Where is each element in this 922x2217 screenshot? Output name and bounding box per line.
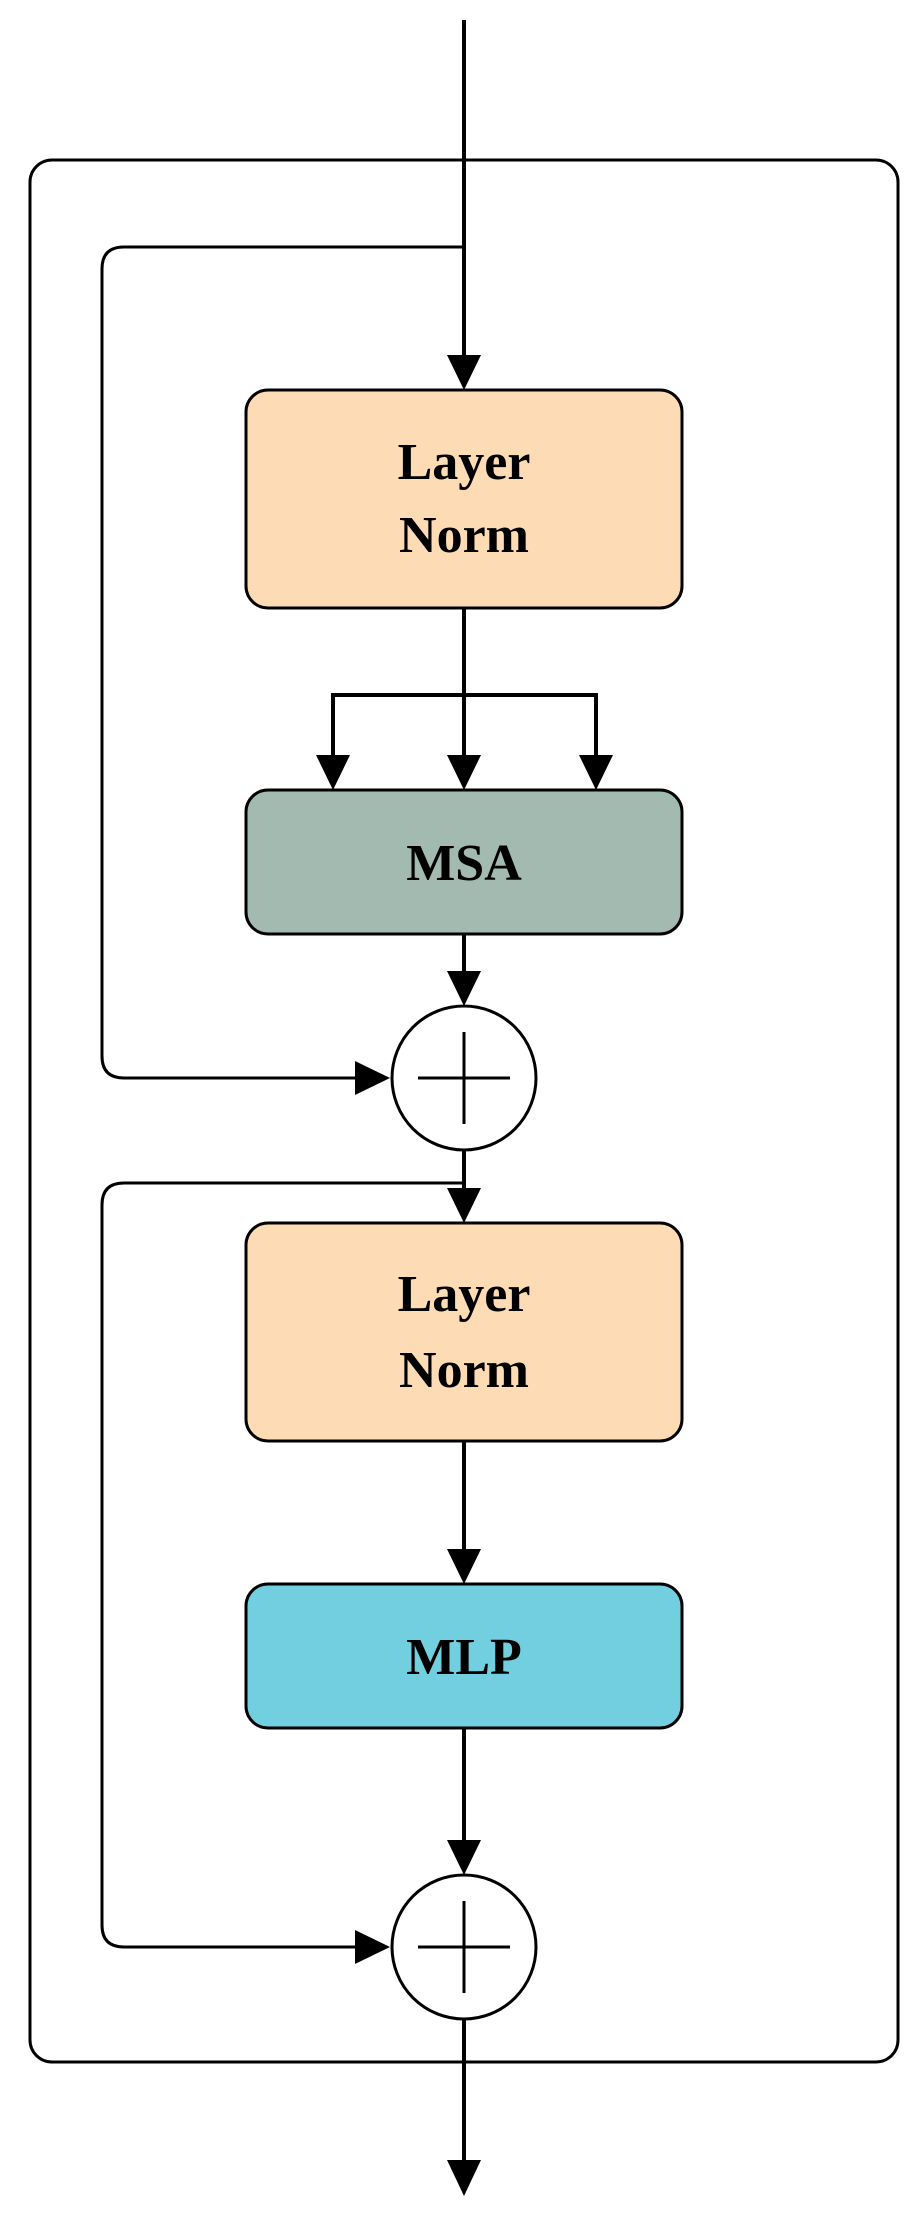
msa-to-add-arrowhead (447, 971, 481, 1006)
residual-connection-2 (100, 1181, 464, 1949)
qkv-split-bar (331, 693, 598, 755)
norm2-to-mlp-arrowhead (447, 1549, 481, 1584)
layer-norm-1-label-line2: Norm (399, 507, 529, 564)
qkv-arrowhead-center (447, 755, 481, 790)
layer-norm-2-block (244, 1221, 684, 1443)
layer-norm-2-label-line2: Norm (399, 1342, 529, 1399)
mlp-to-add-arrowhead (447, 1840, 481, 1875)
add1-to-norm2-arrowhead (447, 1188, 481, 1223)
qkv-arrowhead-left (316, 755, 350, 790)
residual-arrowhead-2 (355, 1930, 390, 1964)
residual-connection-1 (100, 245, 464, 1080)
layer-norm-1-block (244, 388, 684, 610)
qkv-arrowhead-right (579, 755, 613, 790)
output-arrowhead (447, 2160, 481, 2196)
residual-arrowhead-1 (355, 1061, 390, 1095)
mlp-label: MLP (406, 1629, 522, 1686)
layer-norm-1-label-line1: Layer (398, 434, 531, 491)
residual-add-2 (390, 1873, 538, 2021)
input-arrowhead (447, 355, 481, 390)
layer-norm-2-label-line1: Layer (398, 1266, 531, 1323)
msa-label: MSA (406, 835, 522, 892)
residual-add-1 (390, 1004, 538, 1152)
